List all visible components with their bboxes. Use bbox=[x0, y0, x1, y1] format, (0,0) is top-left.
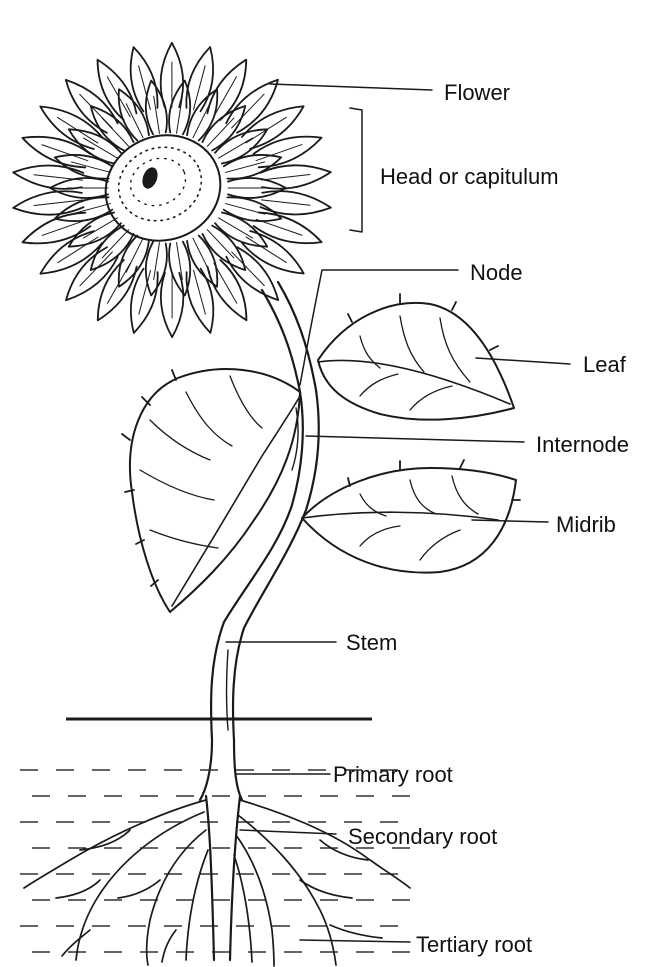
petal bbox=[187, 236, 217, 287]
petal bbox=[22, 137, 90, 168]
label-secondary-root: Secondary root bbox=[348, 824, 497, 849]
petal-vein bbox=[218, 218, 252, 238]
petal bbox=[186, 269, 213, 333]
leaf-right-upper bbox=[318, 294, 514, 420]
petal-vein bbox=[261, 174, 310, 179]
stem bbox=[200, 282, 319, 800]
label-internode: Internode bbox=[536, 432, 629, 457]
petal-vein bbox=[218, 138, 252, 158]
label-midrib: Midrib bbox=[556, 512, 616, 537]
petal bbox=[260, 165, 330, 188]
petal bbox=[254, 213, 322, 244]
disc-center bbox=[140, 165, 161, 190]
petal bbox=[119, 89, 149, 140]
petal bbox=[254, 137, 322, 168]
petal bbox=[146, 81, 167, 135]
label-leaf: Leaf bbox=[583, 352, 627, 377]
label-primary-root: Primary root bbox=[333, 762, 453, 787]
petal bbox=[146, 242, 167, 296]
label-node: Node bbox=[470, 260, 523, 285]
leaf-right-lower bbox=[302, 460, 520, 573]
petal bbox=[55, 197, 112, 221]
label-flower: Flower bbox=[444, 80, 510, 105]
petal bbox=[13, 191, 83, 214]
label-tertiary-root: Tertiary root bbox=[416, 932, 532, 957]
petal-vein bbox=[154, 96, 160, 133]
petal bbox=[224, 155, 281, 179]
petal-vein bbox=[246, 237, 286, 263]
soil-dashes bbox=[20, 770, 410, 952]
petal-vein bbox=[139, 270, 151, 314]
petal-vein bbox=[177, 96, 183, 133]
petal bbox=[13, 166, 83, 189]
label-head: Head or capitulum bbox=[380, 164, 559, 189]
label-stem: Stem bbox=[346, 630, 397, 655]
petal-vein bbox=[226, 204, 265, 215]
disc-florets-inner bbox=[124, 151, 192, 213]
petal-vein bbox=[154, 243, 160, 280]
petal-vein bbox=[261, 200, 310, 205]
petal-vein bbox=[193, 66, 205, 110]
petal-vein bbox=[58, 237, 98, 263]
